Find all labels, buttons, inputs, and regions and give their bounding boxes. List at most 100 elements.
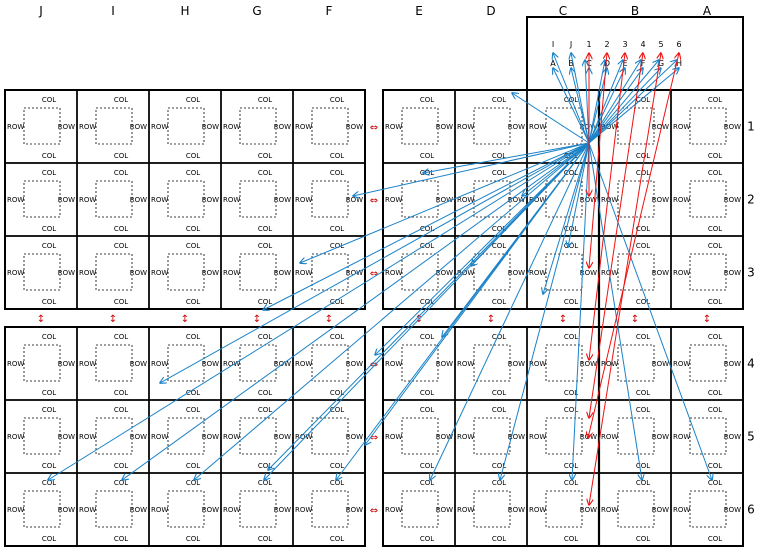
cell-inner-square <box>23 107 61 145</box>
cell-inner-square <box>23 417 61 455</box>
cell-col-label-top: COL <box>636 333 650 341</box>
cell-inner-square <box>95 253 133 291</box>
cell-col-label-top: COL <box>708 406 722 414</box>
vertical-link-symbol-col9: ↕ <box>631 314 639 325</box>
cell-inner-square <box>239 107 277 145</box>
cell-row-label-right: ROW <box>202 433 219 441</box>
cell-row-label-right: ROW <box>346 269 363 277</box>
cell-row-label-left: ROW <box>223 196 240 204</box>
cell-col-label-top: COL <box>114 242 128 250</box>
cell-col-label-top: COL <box>330 242 344 250</box>
cell-inner-square <box>23 344 61 382</box>
column-header-i: I <box>111 4 115 18</box>
cell-row-label-right: ROW <box>508 506 525 514</box>
block-outline <box>4 326 366 547</box>
cell-row-label-left: ROW <box>673 360 690 368</box>
connector-top-pin-j: J <box>569 40 572 49</box>
cell-inner-square <box>473 344 511 382</box>
cell-col-label-top: COL <box>708 333 722 341</box>
horizontal-link-symbol-row4: ⇔ <box>370 360 378 371</box>
cell-inner-square <box>167 253 205 291</box>
cell-inner-square <box>167 417 205 455</box>
cell-col-label-bottom: COL <box>114 225 128 233</box>
blue-wire <box>512 93 590 144</box>
cell-col-label-top: COL <box>42 333 56 341</box>
cell-col-label-bottom: COL <box>330 535 344 543</box>
cell-col-label-bottom: COL <box>708 225 722 233</box>
cell-col-label-bottom: COL <box>492 298 506 306</box>
cell-col-label-bottom: COL <box>420 298 434 306</box>
blue-wire <box>553 68 590 144</box>
cell-inner-square <box>167 344 205 382</box>
column-header-a: A <box>703 4 712 18</box>
connector-bottom-pin-a: A <box>550 59 556 68</box>
cell-row-label-right: ROW <box>652 506 669 514</box>
connector-top-pin-6: 6 <box>676 40 681 49</box>
vertical-link-symbol-col5: ↕ <box>325 314 333 325</box>
blue-wire <box>300 142 590 263</box>
cell-row-label-left: ROW <box>529 360 546 368</box>
cell-inner-square <box>95 490 133 528</box>
cell-col-label-bottom: COL <box>708 152 722 160</box>
cell-row-label-right: ROW <box>58 123 75 131</box>
cell-row-label-right: ROW <box>58 506 75 514</box>
cell-row-label-left: ROW <box>7 196 24 204</box>
cell-col-label-bottom: COL <box>564 389 578 397</box>
cell-col-label-top: COL <box>330 169 344 177</box>
cell-row-label-left: ROW <box>529 269 546 277</box>
cell-inner-square <box>689 107 727 145</box>
cell-row-label-left: ROW <box>673 196 690 204</box>
blue-wire <box>268 142 590 470</box>
cell-col-label-top: COL <box>492 169 506 177</box>
cell-row-label-left: ROW <box>7 433 24 441</box>
cell-row-label-left: ROW <box>673 506 690 514</box>
cell-row-label-left: ROW <box>601 506 618 514</box>
cell-inner-square <box>401 180 439 218</box>
cell-col-label-bottom: COL <box>708 389 722 397</box>
cell-col-label-bottom: COL <box>114 462 128 470</box>
cell-inner-square <box>23 253 61 291</box>
cell-row-label-left: ROW <box>457 269 474 277</box>
cell-row-label-right: ROW <box>346 196 363 204</box>
column-header-f: F <box>326 4 333 18</box>
cell-row-label-right: ROW <box>130 506 147 514</box>
cell-col-label-top: COL <box>258 406 272 414</box>
cell-row-label-right: ROW <box>508 123 525 131</box>
cell-col-label-top: COL <box>186 169 200 177</box>
cell-col-label-bottom: COL <box>420 389 434 397</box>
cell-inner-square <box>545 417 583 455</box>
cell-col-label-bottom: COL <box>492 535 506 543</box>
cell-inner-square <box>311 180 349 218</box>
cell-col-label-bottom: COL <box>42 225 56 233</box>
cell-row-label-left: ROW <box>457 360 474 368</box>
red-wire <box>588 53 679 438</box>
horizontal-link-symbol-row6: ⇔ <box>370 506 378 517</box>
cell-col-label-bottom: COL <box>708 535 722 543</box>
blue-wire <box>375 142 590 355</box>
blue-wire <box>471 142 590 266</box>
cell-inner-square <box>617 107 655 145</box>
cell-row-label-left: ROW <box>457 123 474 131</box>
blue-wire <box>588 68 625 144</box>
cell-col-label-top: COL <box>114 333 128 341</box>
cell-inner-square <box>167 490 205 528</box>
cell-inner-square <box>473 490 511 528</box>
connector-top-pin-i: I <box>552 40 554 49</box>
blue-wire <box>553 53 590 144</box>
row-header-4: 4 <box>747 357 755 371</box>
cell-inner-square <box>545 344 583 382</box>
vertical-link-symbol-col7: ↕ <box>487 314 495 325</box>
cell-row-label-left: ROW <box>295 123 312 131</box>
cell-inner-square <box>239 253 277 291</box>
cell-col-label-bottom: COL <box>636 462 650 470</box>
